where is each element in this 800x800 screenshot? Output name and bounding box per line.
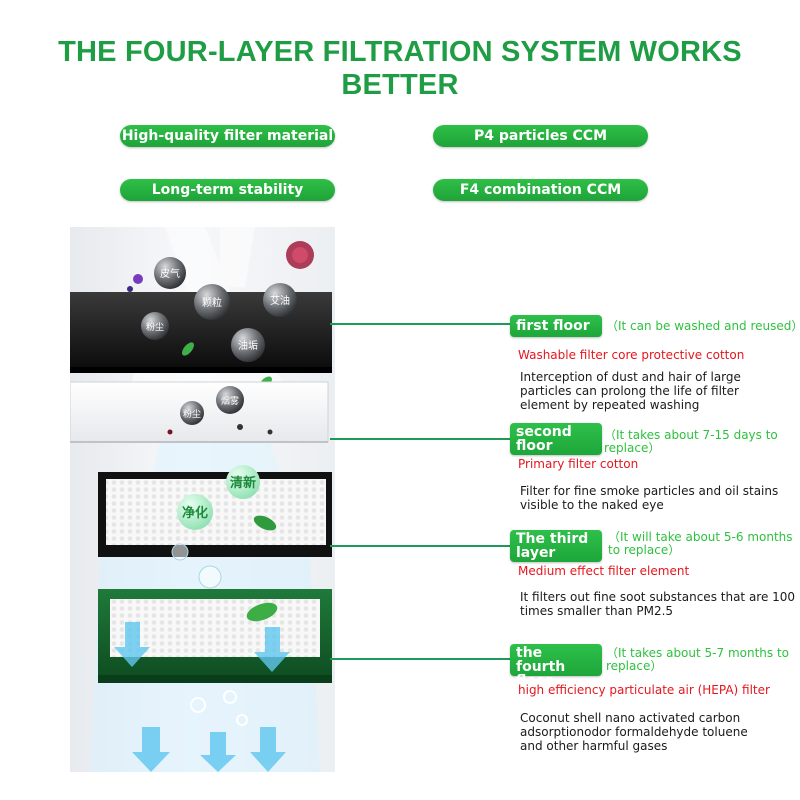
feature-pill-f4-combination: F4 combination CCM [433, 179, 648, 201]
feature-pill-p4-particles: P4 particles CCM [433, 125, 648, 147]
pollutant-label: 艾油 [270, 294, 290, 307]
pollutant-ball [180, 401, 204, 425]
layer-note-1: （It can be washed and reused） [606, 319, 800, 333]
germ-icon-core [292, 247, 308, 263]
pollutant-label: 油垢 [238, 339, 258, 352]
connector-line-4 [330, 658, 510, 660]
dust-particle [267, 429, 273, 435]
fresh-bubble [226, 465, 260, 499]
clean-air-arrows [114, 622, 290, 772]
page-title: THE FOUR-LAYER FILTRATION SYSTEM WORKS B… [58, 36, 742, 101]
layer-3-frame [98, 472, 332, 557]
feature-pill-stability: Long-term stability [120, 179, 335, 201]
connector-line-3 [330, 545, 510, 547]
pollutant-ball [141, 312, 169, 340]
dust-particle [167, 429, 173, 435]
connector-line-1 [330, 323, 510, 325]
layer-description-2: Filter for fine smoke particles and oil … [520, 484, 779, 512]
pollutant-ball [263, 283, 297, 317]
leaf-icon [253, 515, 277, 531]
pollutant-ball [231, 328, 265, 362]
leaf-icon [246, 602, 278, 622]
layer-note-4: （It takes about 5-7 months to replace） [606, 646, 790, 673]
pollutant-ball [154, 257, 186, 289]
layer-badge-2: second floor [510, 423, 602, 455]
layer-type-1: Washable filter core protective cotton [518, 348, 745, 362]
layer-note-3: （It will take about 5-6 months to replac… [608, 530, 793, 557]
layer-badge-4: the fourth floor [510, 644, 602, 688]
layer3-tag: 清新 [230, 475, 256, 491]
pollutant-ball [194, 284, 230, 320]
pollutant-ball [216, 386, 244, 414]
layer2-tag: 烟雾 [221, 395, 239, 407]
connector-line-2 [330, 438, 510, 440]
purify-bubble [177, 494, 213, 530]
layer3-tag: 净化 [182, 505, 208, 521]
layer-type-3: Medium effect filter element [518, 564, 690, 578]
pollutant-label: 粉尘 [146, 321, 164, 333]
filter-layers-illustration: 皮气 颗粒 艾油 粉尘 油垢 粉尘 烟雾 清新 净化 [70, 227, 335, 772]
clean-air-bubble [190, 697, 206, 713]
feature-pill-filter-material: High-quality filter material [120, 125, 335, 147]
layer2-tag: 粉尘 [183, 408, 201, 420]
layer-description-4: Coconut shell nano activated carbon adso… [520, 711, 748, 753]
layer-1-plate [70, 292, 332, 373]
layer-type-4: high efficiency particulate air (HEPA) f… [518, 683, 770, 697]
pollutant-label: 皮气 [160, 267, 180, 280]
germ-icon [133, 274, 143, 284]
layer-description-1: Interception of dust and hair of large p… [520, 370, 741, 412]
clean-air-bubble [223, 690, 237, 704]
dust-particle [237, 424, 243, 430]
layer-badge-3: The third layer [510, 530, 602, 562]
clean-air-bubble [236, 714, 248, 726]
layer-badge-1: first floor [510, 315, 602, 337]
pollutant-label: 颗粒 [202, 296, 222, 309]
layer-description-3: It filters out fine soot substances that… [520, 590, 796, 618]
layer-note-2: （It takes about 7-15 days to replace） [604, 428, 778, 455]
leaf-icon [182, 342, 194, 356]
layer-type-2: Primary filter cotton [518, 457, 639, 471]
germ-icon [127, 286, 133, 292]
